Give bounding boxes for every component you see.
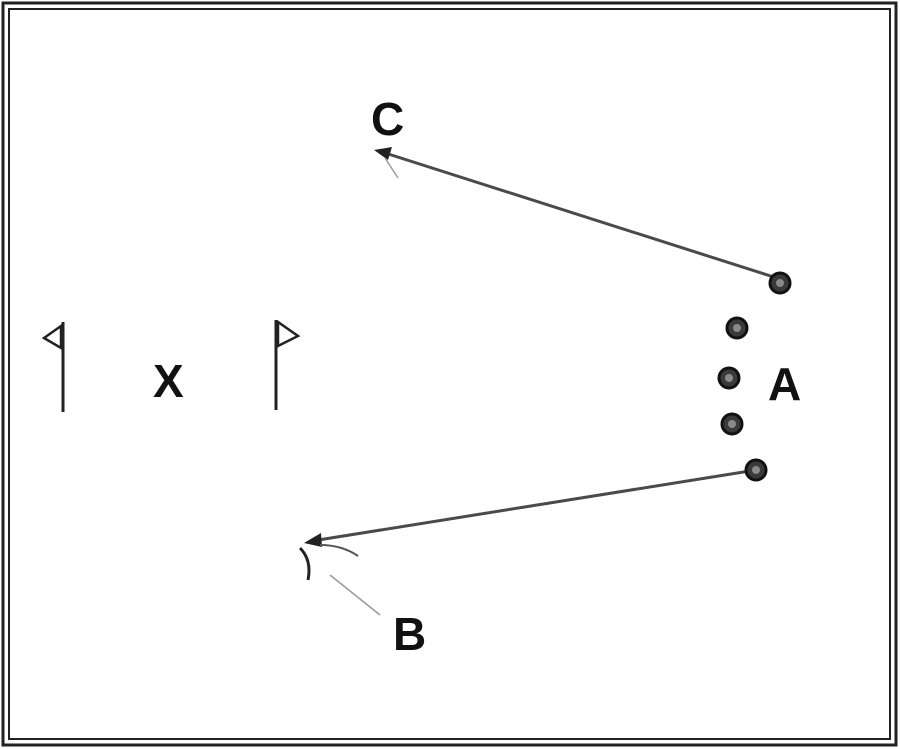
pole-flag-icon	[274, 319, 301, 410]
inner-border	[8, 8, 891, 740]
pass-line-b	[311, 468, 757, 543]
label-a: A	[768, 358, 801, 410]
arrow-curl-right	[319, 544, 359, 557]
pole-flag-icon	[41, 322, 65, 412]
label-b: B	[393, 608, 426, 660]
label-c: C	[371, 93, 404, 145]
arrow-curl	[298, 546, 311, 581]
pass-line-c	[381, 150, 781, 281]
training-cone-icon	[744, 458, 768, 482]
arrowhead-icon	[304, 533, 322, 547]
cone-group-a	[717, 271, 792, 482]
training-cone-icon	[717, 366, 741, 390]
training-cone-icon	[720, 412, 744, 436]
arrow-trail	[384, 157, 399, 179]
arrowhead-icon	[374, 147, 392, 160]
arrow-trail	[329, 574, 381, 616]
label-x: X	[153, 355, 184, 407]
pass-to-b	[298, 468, 757, 616]
training-cone-icon	[768, 271, 792, 295]
pass-to-c	[374, 147, 781, 281]
training-cone-icon	[725, 316, 749, 340]
